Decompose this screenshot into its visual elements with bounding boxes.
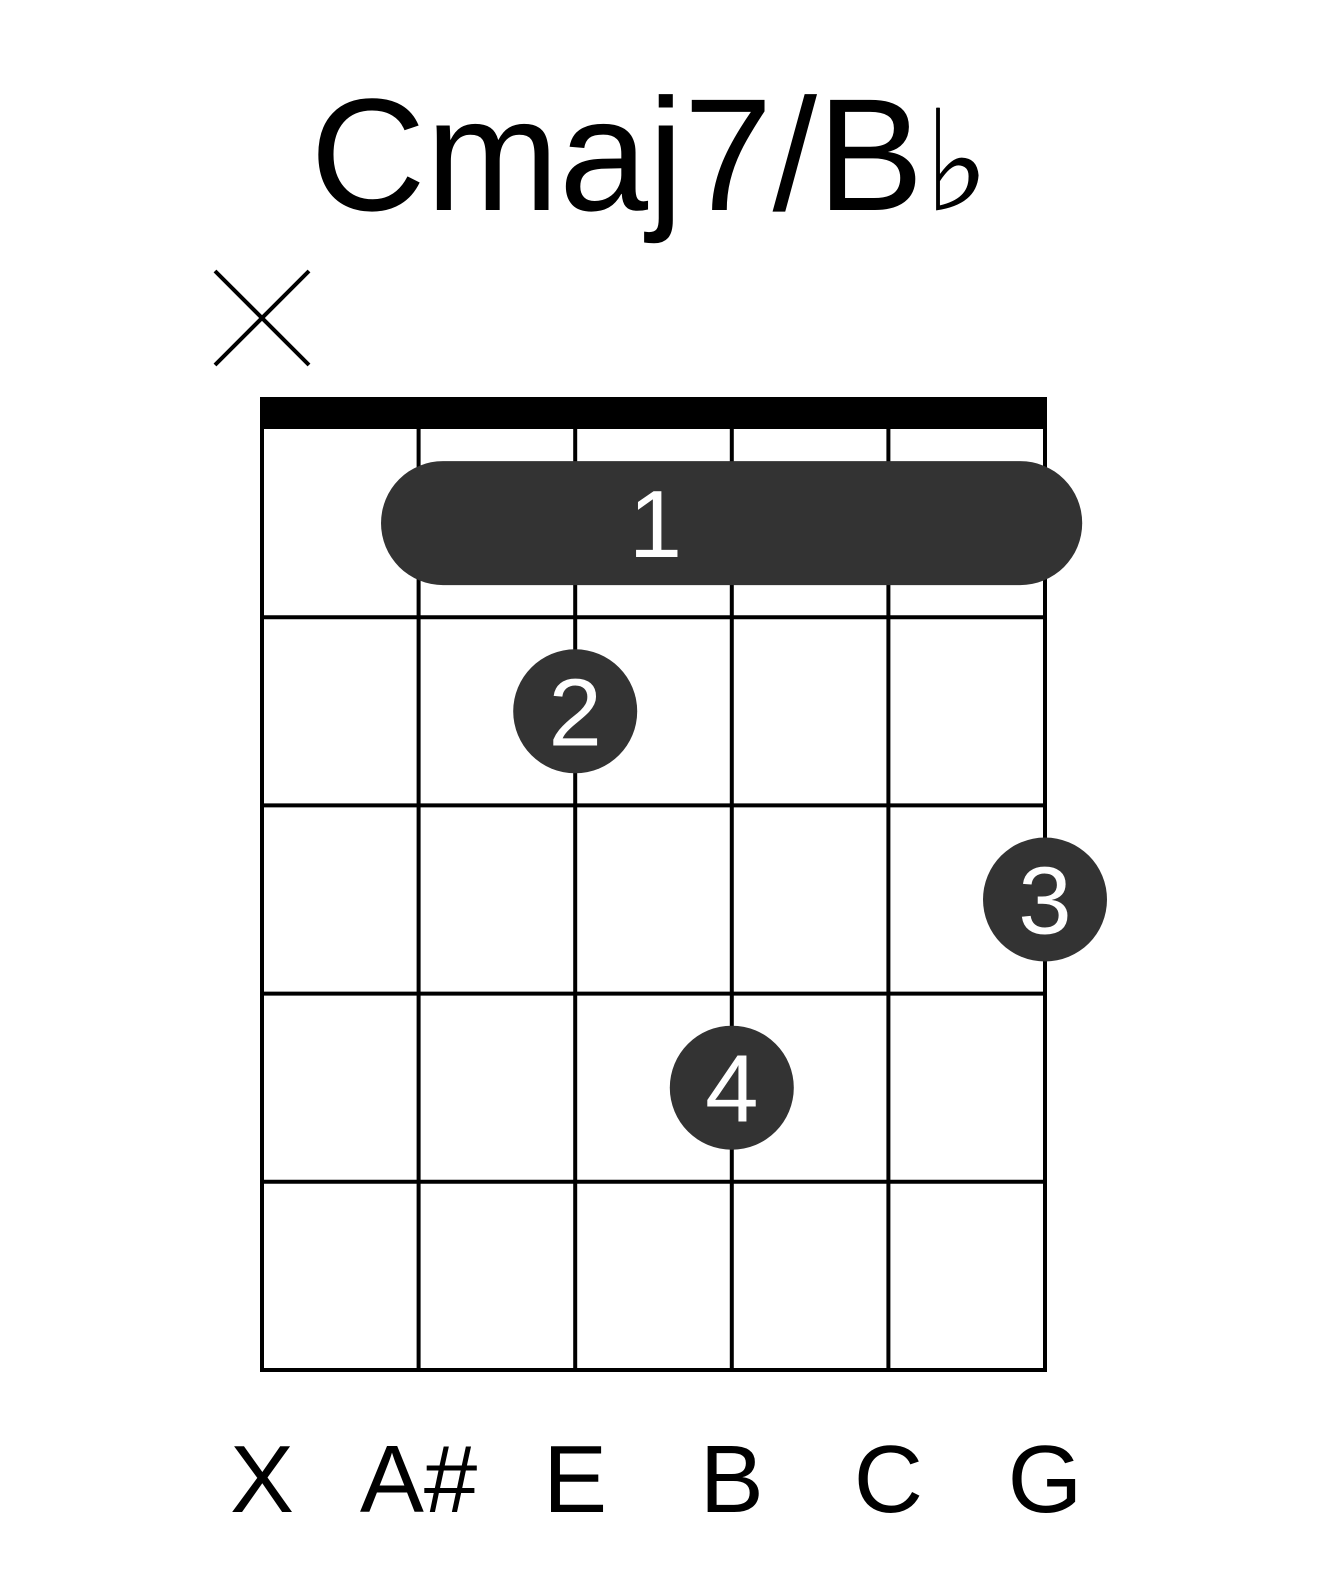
finger-label: 4 [705,1036,758,1143]
string-note-label: A# [360,1426,477,1533]
string-status-markers [213,269,311,367]
nut [260,397,1047,429]
finger-markers: 12 3 4 [381,461,1107,1150]
barre-finger-label: 1 [629,471,682,578]
barre-marker [381,461,1083,586]
finger-marker [513,649,638,774]
string-note-label: B [700,1426,764,1533]
string-note-label: C [854,1426,923,1533]
chord-title: Cmaj7/B♭ [310,65,990,244]
muted-string-x-stroke-b [213,269,311,367]
finger-marker [669,1025,794,1150]
finger-label: 3 [1018,848,1071,955]
string-note-label: G [1008,1426,1083,1533]
fretboard-grid [260,397,1047,1372]
string-note-label: E [543,1426,607,1533]
finger-label: 2 [549,659,602,766]
finger-marker [983,837,1107,962]
chord-root-name: Cmaj7/B [310,65,924,244]
string-note-label: X [230,1426,294,1533]
flat-symbol: ♭ [924,81,990,244]
